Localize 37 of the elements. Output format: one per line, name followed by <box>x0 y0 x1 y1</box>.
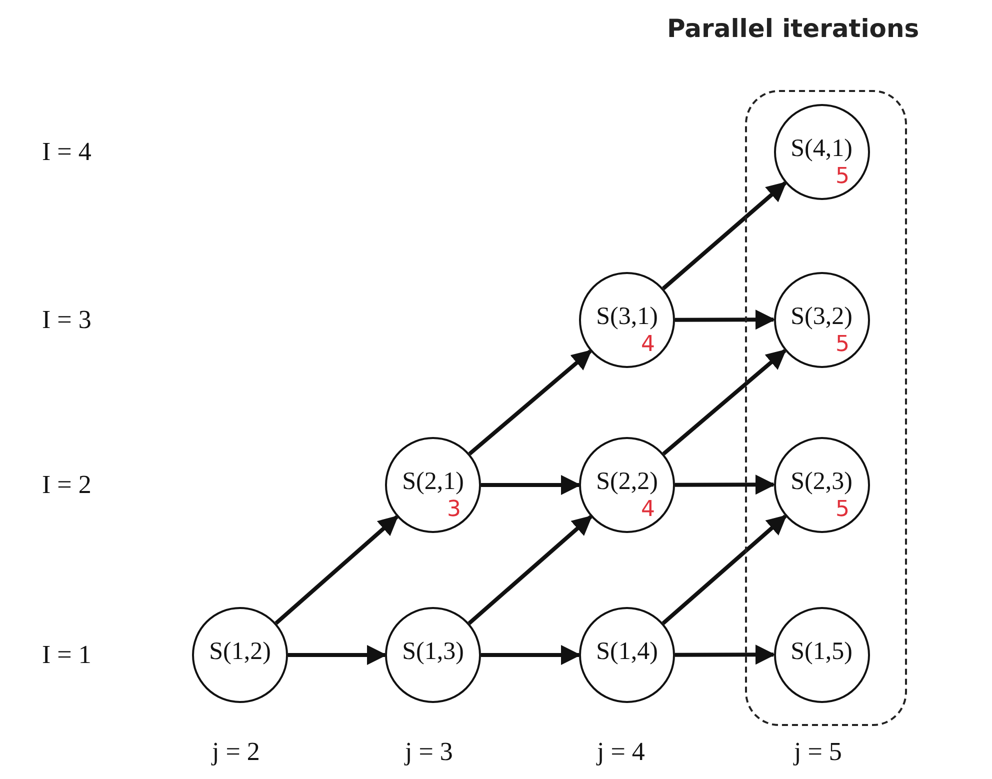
node-label: S(1,4) <box>595 637 659 667</box>
arrow <box>662 349 786 456</box>
row-label: I = 4 <box>42 137 92 167</box>
arrow <box>481 645 581 665</box>
handwritten-correction: 5 <box>836 498 850 520</box>
handwritten-correction: 4 <box>641 499 655 521</box>
node-label: S(1,3) <box>401 637 465 667</box>
arrow <box>468 515 592 625</box>
node-label: S(1,5) <box>790 636 854 666</box>
handwritten-correction: 4 <box>641 334 655 356</box>
node-label: S(2,3) <box>790 466 854 496</box>
arrow <box>288 645 387 665</box>
column-label: j = 4 <box>597 737 645 767</box>
arrow <box>481 475 581 495</box>
arrow <box>675 474 776 495</box>
arrow <box>662 514 787 625</box>
row-label: I = 3 <box>42 305 92 335</box>
arrow <box>675 310 776 330</box>
arrow <box>274 515 398 625</box>
arrow <box>662 181 787 290</box>
column-label: j = 2 <box>212 737 260 767</box>
column-label: j = 3 <box>405 737 453 767</box>
node-label: S(3,1) <box>595 302 659 332</box>
node-label: S(1,2) <box>208 637 272 667</box>
row-label: I = 1 <box>42 640 92 670</box>
arrow <box>675 644 776 665</box>
group-heading: Parallel iterations <box>667 14 920 44</box>
node-label: S(2,2) <box>595 467 659 497</box>
handwritten-correction: 5 <box>836 166 850 188</box>
handwritten-correction: 5 <box>836 334 850 356</box>
node-label: S(2,1) <box>401 467 465 497</box>
column-label: j = 5 <box>794 737 842 767</box>
node-label: S(4,1) <box>790 134 854 164</box>
arrow <box>468 350 592 456</box>
row-label: I = 2 <box>42 470 92 500</box>
handwritten-correction: 3 <box>447 499 461 521</box>
node-label: S(3,2) <box>790 302 854 332</box>
